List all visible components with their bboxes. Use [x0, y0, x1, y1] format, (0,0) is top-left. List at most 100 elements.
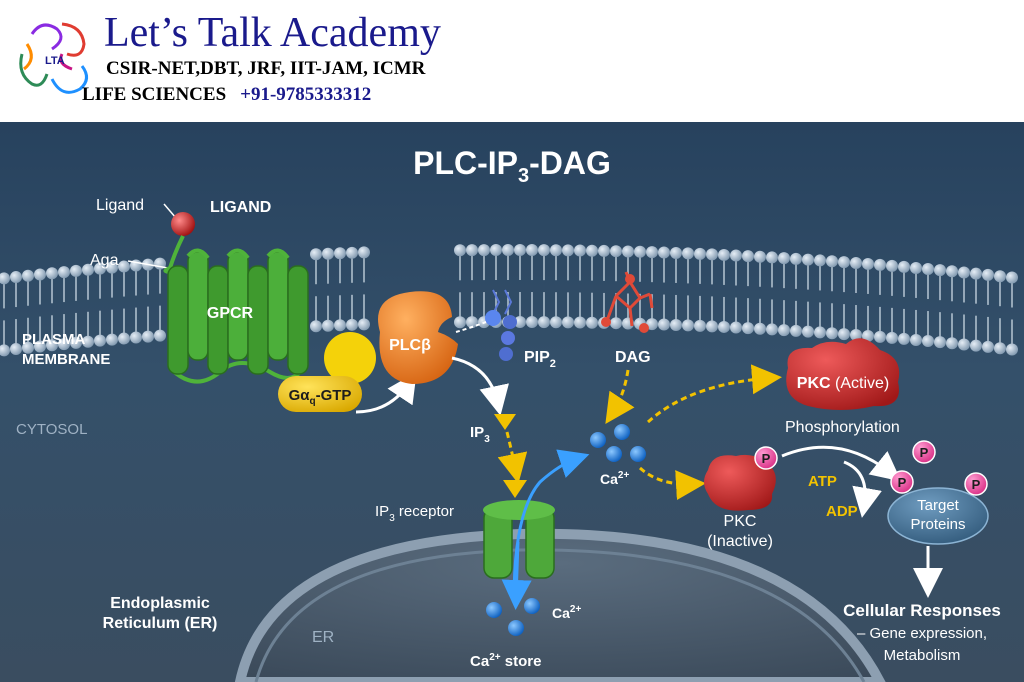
target-proteins	[887, 487, 989, 545]
lipid-head	[754, 250, 766, 263]
lipid-head	[754, 322, 766, 335]
lipid-head	[742, 322, 754, 335]
er-label-1: Endoplasmic	[110, 595, 210, 612]
lipid-head	[874, 258, 886, 271]
lipid-head	[802, 325, 814, 338]
galpha-subunit-top	[324, 332, 376, 384]
lipid-head	[94, 262, 106, 275]
to-pkc-active-arrow	[646, 364, 782, 424]
lipid-head	[94, 334, 106, 347]
lipid-head	[766, 323, 778, 336]
plc-ip3-dag-diagram: PLC-IP3-DAG Ligand LIGAND Aga GPCR PLASM…	[0, 122, 1024, 682]
lipid-head	[0, 344, 10, 357]
lipid-head	[58, 338, 70, 351]
lipid-head	[886, 259, 898, 272]
lipid-head	[730, 321, 742, 334]
lipid-head	[46, 339, 58, 352]
pkc-inactive	[704, 454, 776, 511]
lipid-head	[514, 244, 526, 257]
lipid-head	[814, 326, 826, 339]
lipid-head	[118, 332, 130, 345]
ligand-molecule	[171, 212, 195, 236]
header-banner: LTA Let’s Talk Academy CSIR-NET,DBT, JRF…	[0, 0, 1024, 122]
diagram-title: PLC-IP3-DAG	[413, 145, 611, 187]
lipid-head	[46, 267, 58, 280]
svg-text:P: P	[920, 445, 929, 460]
svg-text:P: P	[898, 475, 907, 490]
lipid-head	[610, 317, 622, 330]
lipid-head	[694, 319, 706, 332]
lipid-head	[742, 250, 754, 263]
lipid-head	[310, 248, 322, 261]
lipid-head	[946, 337, 958, 350]
lipid-head	[730, 249, 742, 262]
lipid-head	[538, 244, 550, 257]
lipid-head	[862, 257, 874, 270]
lipid-head	[142, 330, 154, 343]
lipid-head	[466, 244, 478, 257]
lipid-head	[982, 268, 994, 281]
lipid-head	[22, 341, 34, 354]
atp-to-adp-arrow	[843, 460, 882, 518]
lipid-head	[838, 328, 850, 341]
lipid-head	[502, 244, 514, 257]
lipid-head	[718, 320, 730, 333]
lipid-head	[922, 335, 934, 348]
ligand-label: Ligand	[96, 197, 144, 214]
lipid-head	[970, 267, 982, 280]
lipid-head	[22, 269, 34, 282]
lipid-head	[898, 260, 910, 273]
calcium-store-label: Ca2+ store	[470, 652, 541, 670]
lipid-head	[910, 333, 922, 346]
ip3-molecule	[494, 414, 516, 430]
lipid-head	[154, 329, 166, 342]
pkc-inactive-label-2: (Inactive)	[707, 533, 773, 550]
lipid-head	[862, 329, 874, 342]
lipid-head	[82, 335, 94, 348]
lipid-head	[658, 318, 670, 331]
aga-label: Aga	[90, 252, 119, 269]
lipid-head	[598, 244, 610, 257]
lipid-head	[34, 268, 46, 281]
lipid-head	[454, 316, 466, 329]
lipid-head	[646, 246, 658, 259]
galpha-to-plc-arrow	[355, 372, 417, 414]
lipid-head	[70, 264, 82, 277]
to-pkc-inactive-arrow	[638, 466, 706, 501]
lipid-head	[334, 319, 346, 332]
lipid-head	[322, 247, 334, 260]
target-phosphate-groups	[890, 440, 988, 496]
lipid-head	[586, 316, 598, 329]
lipid-head	[790, 324, 802, 337]
subject-phone-line: LIFE SCIENCES+91-9785333312	[82, 84, 371, 106]
lipid-head	[706, 320, 718, 333]
lipid-head	[490, 244, 502, 257]
er-membrane	[234, 528, 886, 682]
lipid-head	[922, 263, 934, 276]
lipid-head	[70, 336, 82, 349]
lipid-head	[574, 316, 586, 329]
plc-beta-label: PLCβ	[389, 337, 431, 354]
lipid-head	[886, 331, 898, 344]
er-calcium-ions	[486, 598, 540, 636]
dag-molecule	[606, 271, 654, 327]
lipid-head	[118, 260, 130, 273]
lipid-head	[610, 245, 622, 258]
phone-number: +91-9785333312	[240, 84, 372, 105]
lipid-head	[670, 318, 682, 331]
galpha-q-gtp-label: Gαq-GTP	[289, 387, 352, 407]
lipid-head	[346, 318, 358, 331]
adp-label: ADP	[826, 503, 858, 520]
lipid-head	[1006, 271, 1018, 284]
ip3-receptor-channel	[483, 500, 555, 579]
pkc-active	[786, 338, 900, 410]
lipid-head	[778, 324, 790, 337]
lipid-head	[670, 246, 682, 259]
lipid-head	[994, 270, 1006, 283]
cytosol-calcium-label: Ca2+	[600, 470, 629, 487]
lipid-head	[994, 342, 1006, 355]
lipid-head	[874, 330, 886, 343]
lipid-head	[694, 247, 706, 260]
lipid-head	[586, 244, 598, 257]
plc-to-ip3-arrow	[451, 356, 509, 416]
